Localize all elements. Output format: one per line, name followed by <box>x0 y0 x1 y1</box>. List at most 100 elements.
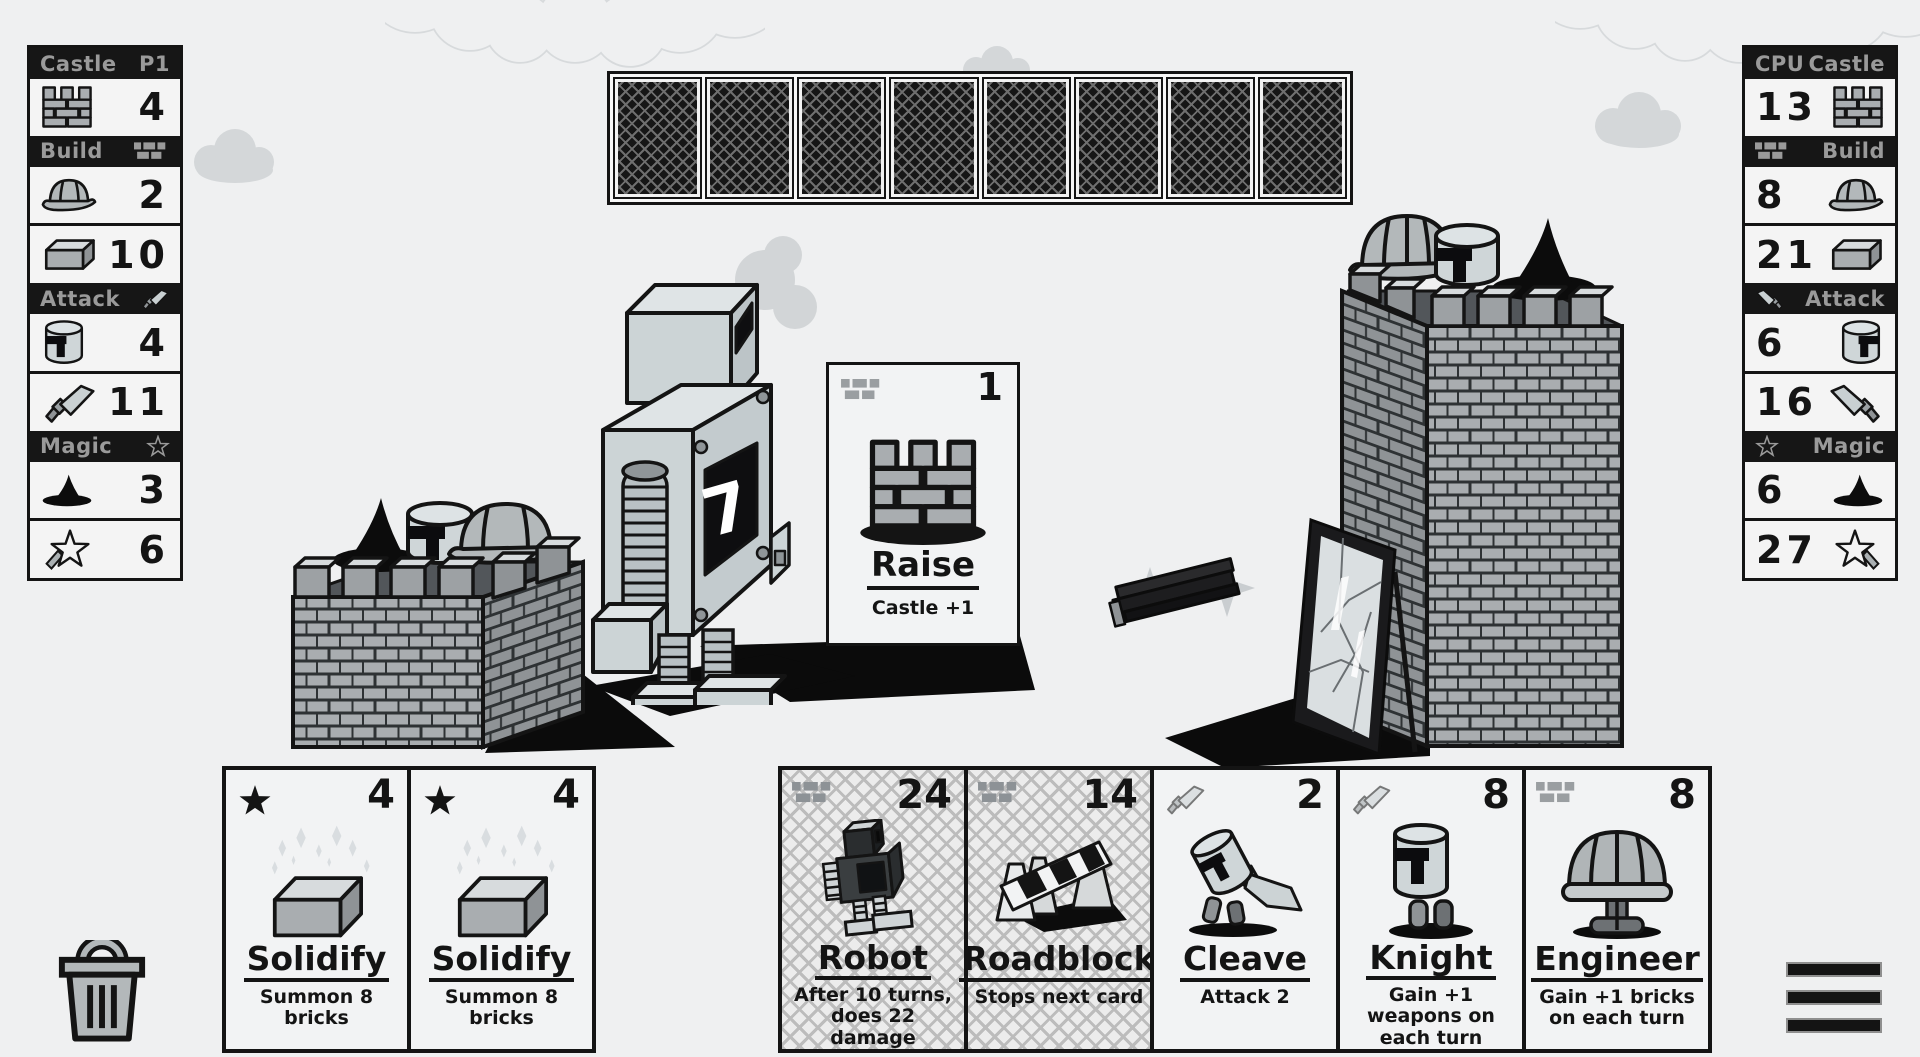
card-title: Robot <box>814 940 932 981</box>
discard-button[interactable] <box>50 940 154 1048</box>
castle-front-wall <box>291 595 485 749</box>
hamburger-icon <box>1786 962 1882 977</box>
deck-card <box>1257 77 1347 199</box>
card-cost: 24 <box>896 772 952 818</box>
castle-merlons <box>1348 263 1614 328</box>
card-title: Roadblock <box>959 941 1159 982</box>
mirror-highlights <box>1331 576 1365 678</box>
wizard-hat-icon <box>1833 474 1883 507</box>
card-cost: 2 <box>1296 772 1324 818</box>
robot-fist <box>591 602 669 674</box>
magic-wand-icon <box>1835 529 1880 570</box>
card-description: After 10 turns, does 22 damage <box>793 984 952 1049</box>
cloud-gray-left <box>194 129 274 183</box>
build-header-label: Build <box>1822 139 1885 164</box>
castle-icon <box>42 86 92 129</box>
cpu-builders-row: 8 <box>1745 166 1895 224</box>
card-title: Engineer <box>1531 941 1703 982</box>
hamburger-icon <box>1786 990 1882 1005</box>
main-hand-group: 24 <box>778 766 1712 1053</box>
great-helm-icon <box>1841 320 1881 364</box>
card-title: Solidify <box>428 941 575 982</box>
played-card-description: Castle +1 <box>871 597 975 619</box>
deck-card <box>1165 77 1255 199</box>
bricks-cost-icon <box>841 379 880 400</box>
robot-mascot: 7 <box>591 236 817 705</box>
build-header-label: Build <box>40 139 103 164</box>
cpu-castle-header: CPU Castle <box>1745 48 1895 79</box>
card-description: Summon 8 bricks <box>444 985 559 1029</box>
wizard-hat-icon <box>42 474 92 507</box>
cpu-crystals-row: 27 <box>1745 518 1895 579</box>
roadblock-art <box>989 816 1129 942</box>
cpu-castle <box>1340 213 1624 749</box>
card-roadblock[interactable]: 14 Roadblock Stops next card <box>959 766 1159 1053</box>
deck-card <box>889 77 979 199</box>
deck-card <box>613 77 703 199</box>
raise-card-art <box>858 435 988 545</box>
magic-header-label: Magic <box>40 434 113 459</box>
sword-icon <box>45 384 95 423</box>
star-icon <box>1756 435 1778 457</box>
sparkles <box>271 825 370 875</box>
card-title: Cleave <box>1179 941 1311 982</box>
deck-card <box>981 77 1071 199</box>
player-weapons-row: 11 <box>30 370 180 431</box>
cloud-outline-left <box>385 0 765 68</box>
played-card-cost: 1 <box>976 365 1003 409</box>
card-solidify-1[interactable]: 4 Solidify Summon 8 bricks <box>222 766 411 1053</box>
cpu-bricks-value: 21 <box>1756 232 1817 277</box>
castle-icon <box>1833 86 1883 129</box>
player-magic-header: Magic <box>30 430 180 462</box>
attack-header-label: Attack <box>1805 286 1885 311</box>
card-solidify-2[interactable]: 4 Solidify Summon 8 bricks <box>407 766 596 1053</box>
cpu-builders-value: 8 <box>1756 173 1787 218</box>
played-card-title: Raise <box>866 545 980 590</box>
cpu-castle-value: 13 <box>1756 85 1817 130</box>
trash-icon <box>58 940 146 1042</box>
hamburger-icon <box>1786 1018 1882 1033</box>
robot-spring-arm <box>621 460 669 622</box>
cpu-crystals-value: 27 <box>1756 527 1817 572</box>
player-wizards-row: 3 <box>30 461 180 519</box>
card-engineer[interactable]: 8 Engineer Gain +1 bricks on each turn <box>1522 766 1712 1053</box>
cpu-wizards-row: 6 <box>1745 461 1895 519</box>
player-castle-row: 4 <box>30 79 180 136</box>
card-description: Attack 2 <box>1200 985 1290 1008</box>
card-knight[interactable]: 8 Knight Gain +1 weapons on each turn <box>1336 766 1526 1053</box>
player-crystals-row: 6 <box>30 518 180 579</box>
castle-header-label: Castle <box>1808 51 1885 76</box>
cpu-magic-header: Magic <box>1745 430 1895 462</box>
player-soldiers-row: 4 <box>30 314 180 371</box>
deck-card <box>705 77 795 199</box>
played-card-raise: 1 Raise Castle +1 <box>826 362 1020 646</box>
bricks-icon <box>134 142 166 160</box>
cpu-build-header: Build <box>1745 135 1895 167</box>
magic-header-label: Magic <box>1812 434 1885 459</box>
castle-front-wall <box>1425 324 1624 748</box>
cpu-stats-panel: CPU Castle 13 Build 8 21 Attack 6 16 Mag… <box>1742 45 1898 581</box>
cpu-weapons-row: 16 <box>1745 370 1895 431</box>
robot-feet <box>631 674 787 705</box>
card-description: Summon 8 bricks <box>259 985 374 1029</box>
card-cost: 14 <box>1082 772 1138 818</box>
bricks-icon <box>1755 142 1787 160</box>
fallen-barrier <box>1108 557 1255 628</box>
player-crystals-value: 6 <box>138 527 169 572</box>
player-wizards-value: 3 <box>138 467 169 512</box>
cpu-attack-header: Attack <box>1745 283 1895 315</box>
cpu-bricks-row: 21 <box>1745 223 1895 284</box>
player-builders-value: 2 <box>138 173 169 218</box>
cpu-id-label: CPU <box>1755 51 1805 76</box>
card-robot[interactable]: 24 <box>778 766 968 1053</box>
great-helm-icon <box>44 320 84 364</box>
solidify-art <box>242 816 392 942</box>
magic-star-cost-icon <box>239 785 271 815</box>
knight-art <box>1370 816 1492 941</box>
brick-icon <box>1831 239 1882 271</box>
card-cleave[interactable]: 2 Cleave <box>1150 766 1340 1053</box>
cloud-gray-right <box>1595 92 1681 148</box>
player-bricks-row: 10 <box>30 223 180 284</box>
menu-button[interactable] <box>1786 962 1882 1033</box>
bricks-cost-icon <box>1536 782 1575 803</box>
